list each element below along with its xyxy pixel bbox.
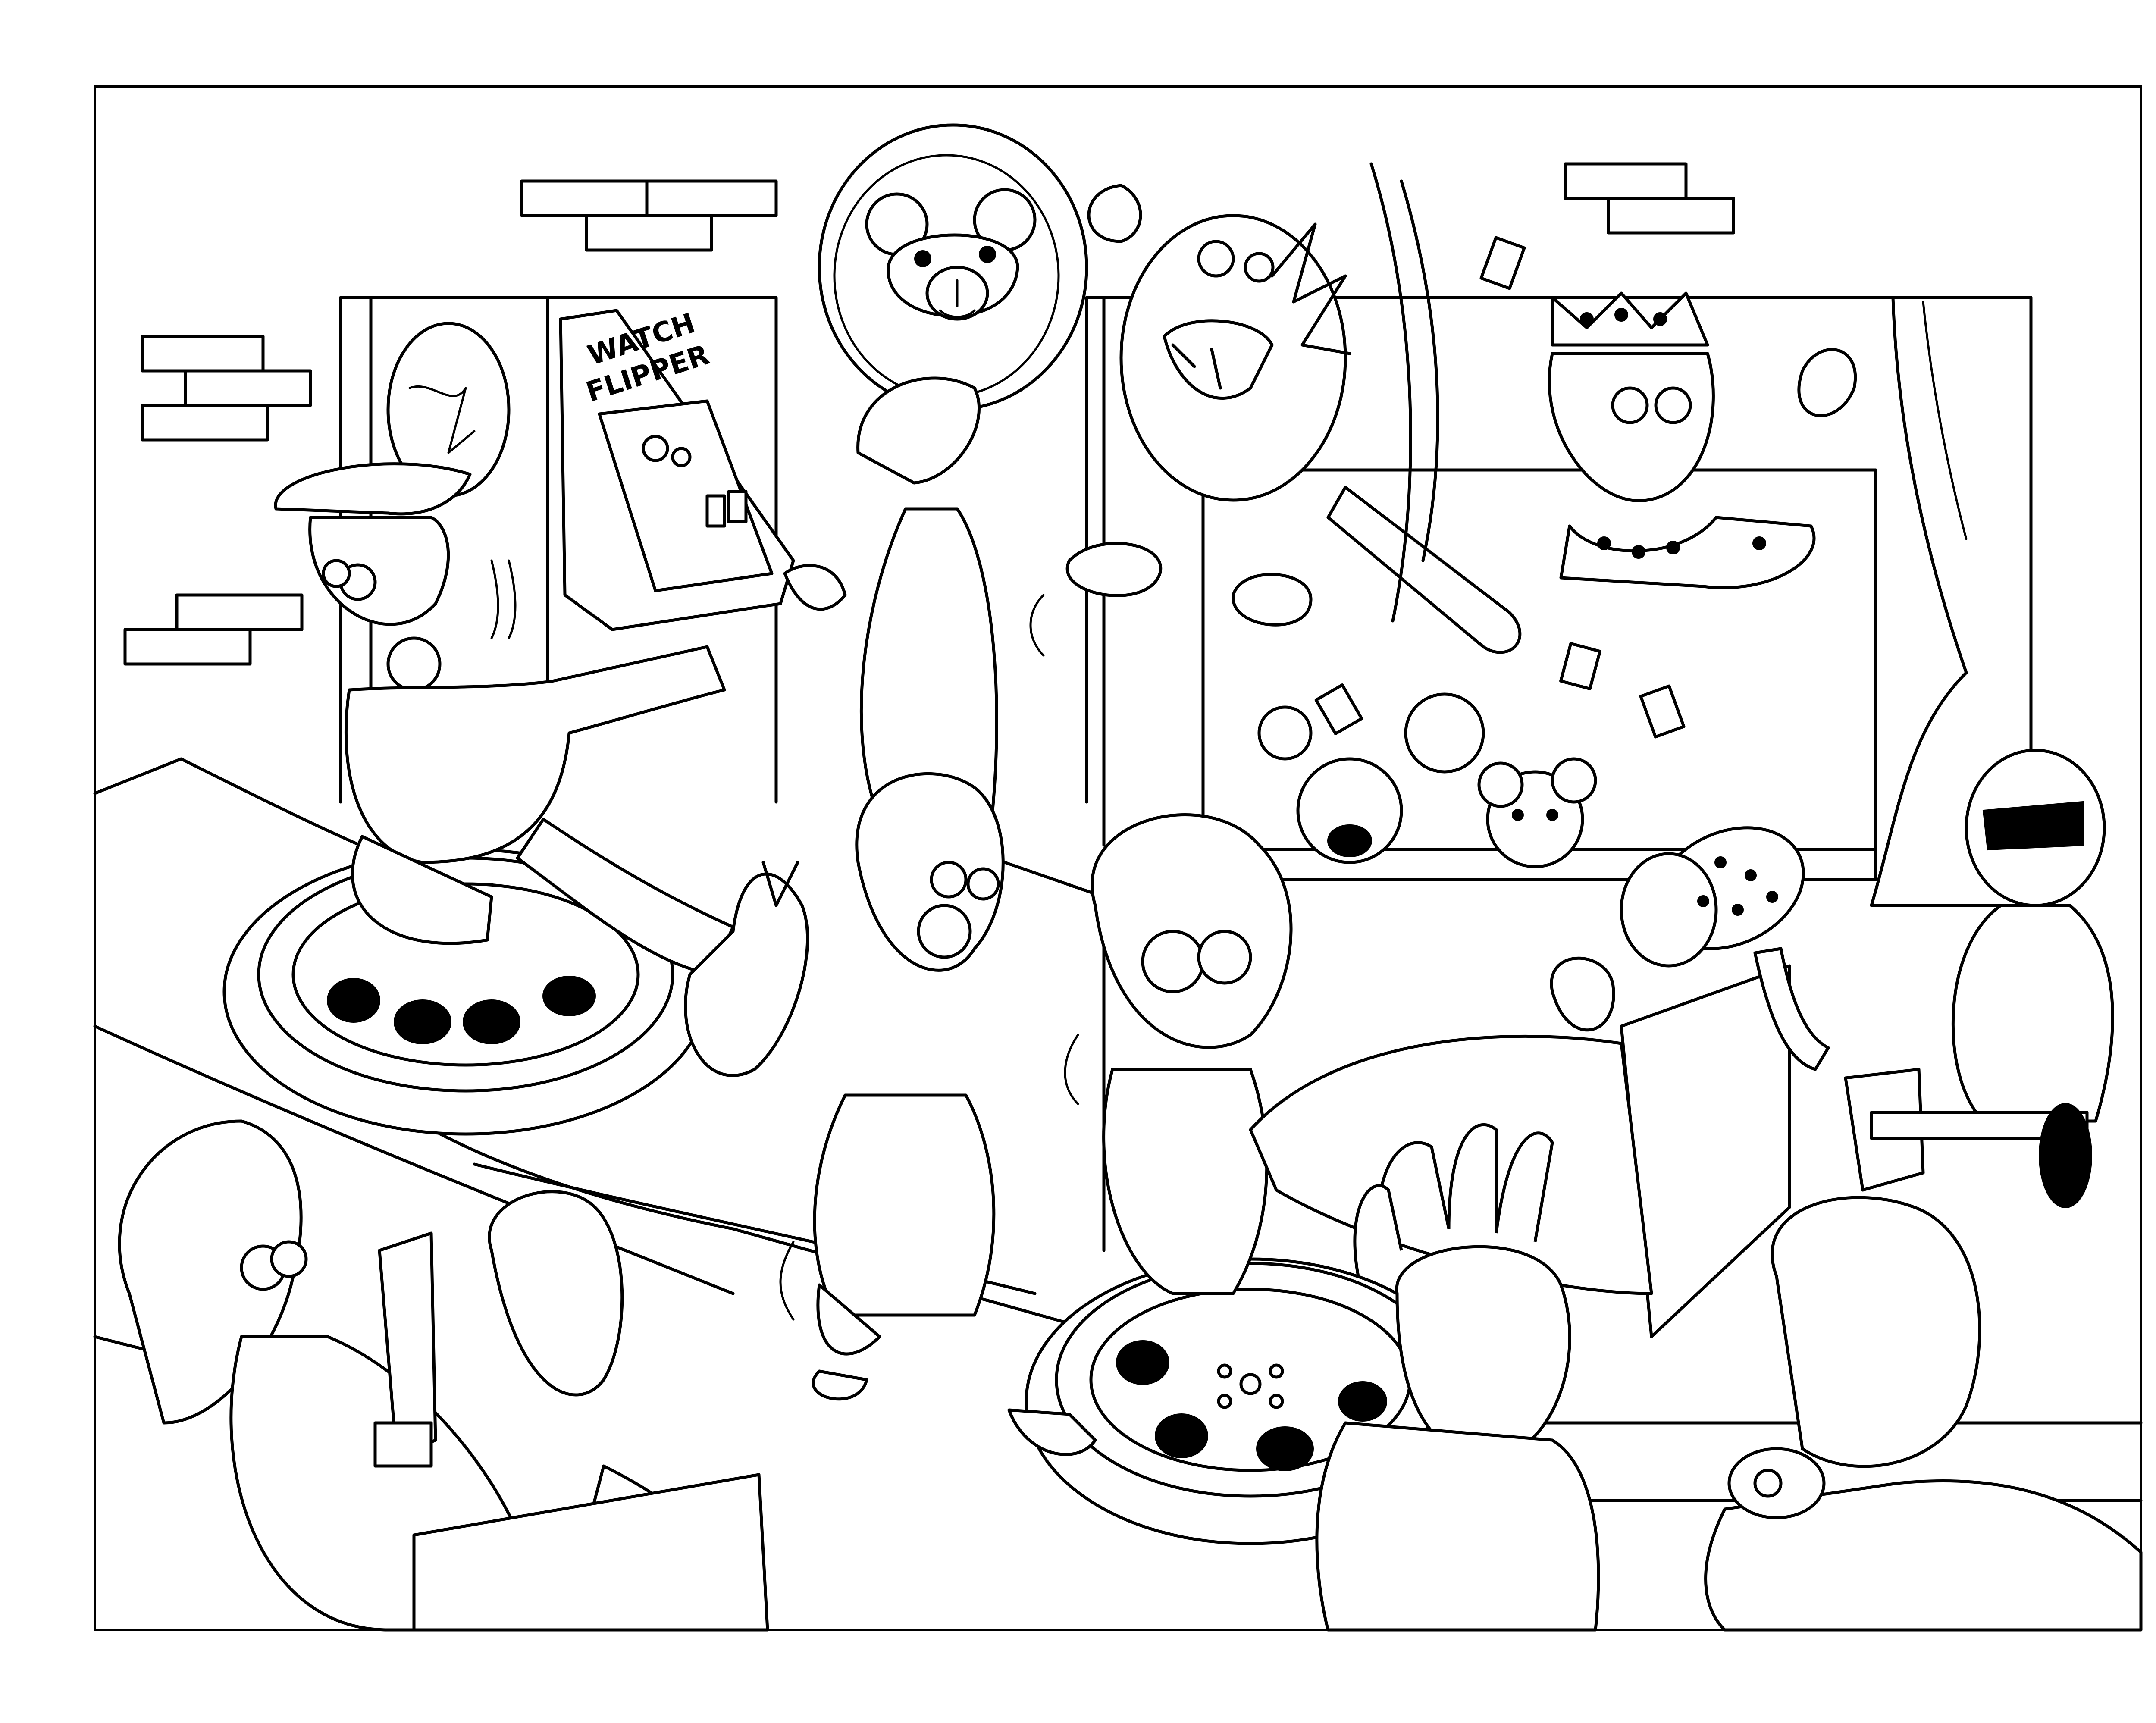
flying-cards [1314,236,1686,739]
bear-face-clock-icon [818,123,1088,411]
guard-figure [274,462,735,976]
motorcycle-helmet-icon [1844,749,2114,1208]
curtain [1870,296,2033,907]
bed-box [1249,956,1791,1338]
wall-bricks [123,162,1735,666]
motion-lines [490,559,1079,1321]
prince-figure [1315,1245,1600,1632]
worker-figure [783,376,998,821]
frying-pan [1620,826,1830,1071]
old-man-figure [412,1190,769,1632]
curly-hair-girl [812,772,1097,1456]
long-hair-woman [118,1119,545,1632]
watch-flipper-machine: WATCH FLIPPER [559,307,795,631]
bald-figure [1704,1196,2143,1632]
caped-creature-with-bat [1065,162,1522,654]
crown-icon [1353,1123,1554,1277]
page-frame [94,85,2142,1631]
woman-with-glasses [1091,813,1293,1295]
plush-toys-pile [1257,692,1597,868]
cat-figure [684,861,809,1077]
king-figure [1548,291,1857,589]
